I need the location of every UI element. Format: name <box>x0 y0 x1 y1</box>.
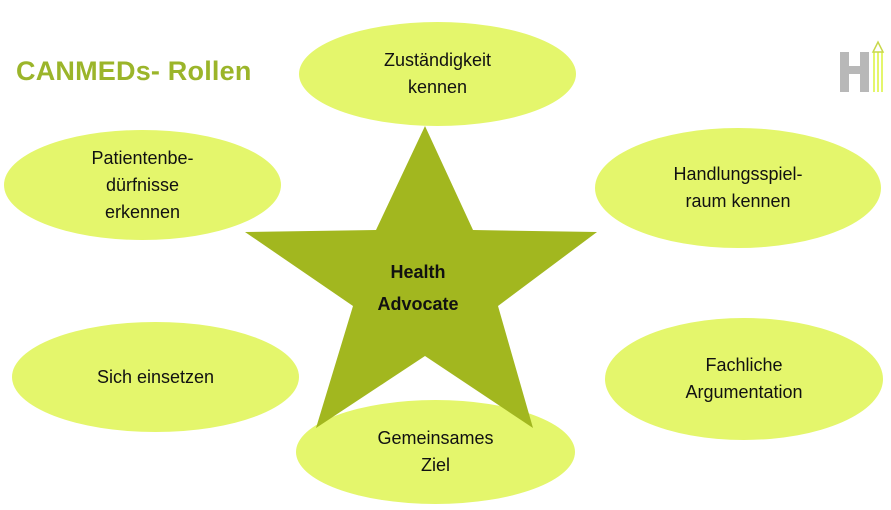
page-title: CANMEDs- Rollen <box>16 56 252 86</box>
bubble-fachliche-argumentation: Fachliche Argumentation <box>605 318 883 440</box>
bubble-label: Gemeinsames Ziel <box>377 428 494 475</box>
bubble-label: Zuständigkeit kennen <box>383 50 492 97</box>
bubble-patientenbeduerfnisse: Patientenbe- dürfnisse erkennen <box>4 130 281 240</box>
star-shape <box>245 126 597 428</box>
bubble-label: Fachliche Argumentation <box>685 355 803 402</box>
bubble-label: Patientenbe- dürfnisse erkennen <box>91 147 194 222</box>
bubble-label: Sich einsetzen <box>96 366 215 387</box>
center-label: Health Advocate <box>377 262 459 314</box>
h-logo-icon <box>840 40 885 92</box>
bubble-zustaendigkeit: Zuständigkeit kennen <box>299 22 576 126</box>
bubble-sich-einsetzen: Sich einsetzen <box>12 322 299 432</box>
bubble-handlungsspielraum: Handlungsspiel- raum kennen <box>595 128 881 248</box>
bubble-label: Handlungsspiel- raum kennen <box>673 164 803 211</box>
